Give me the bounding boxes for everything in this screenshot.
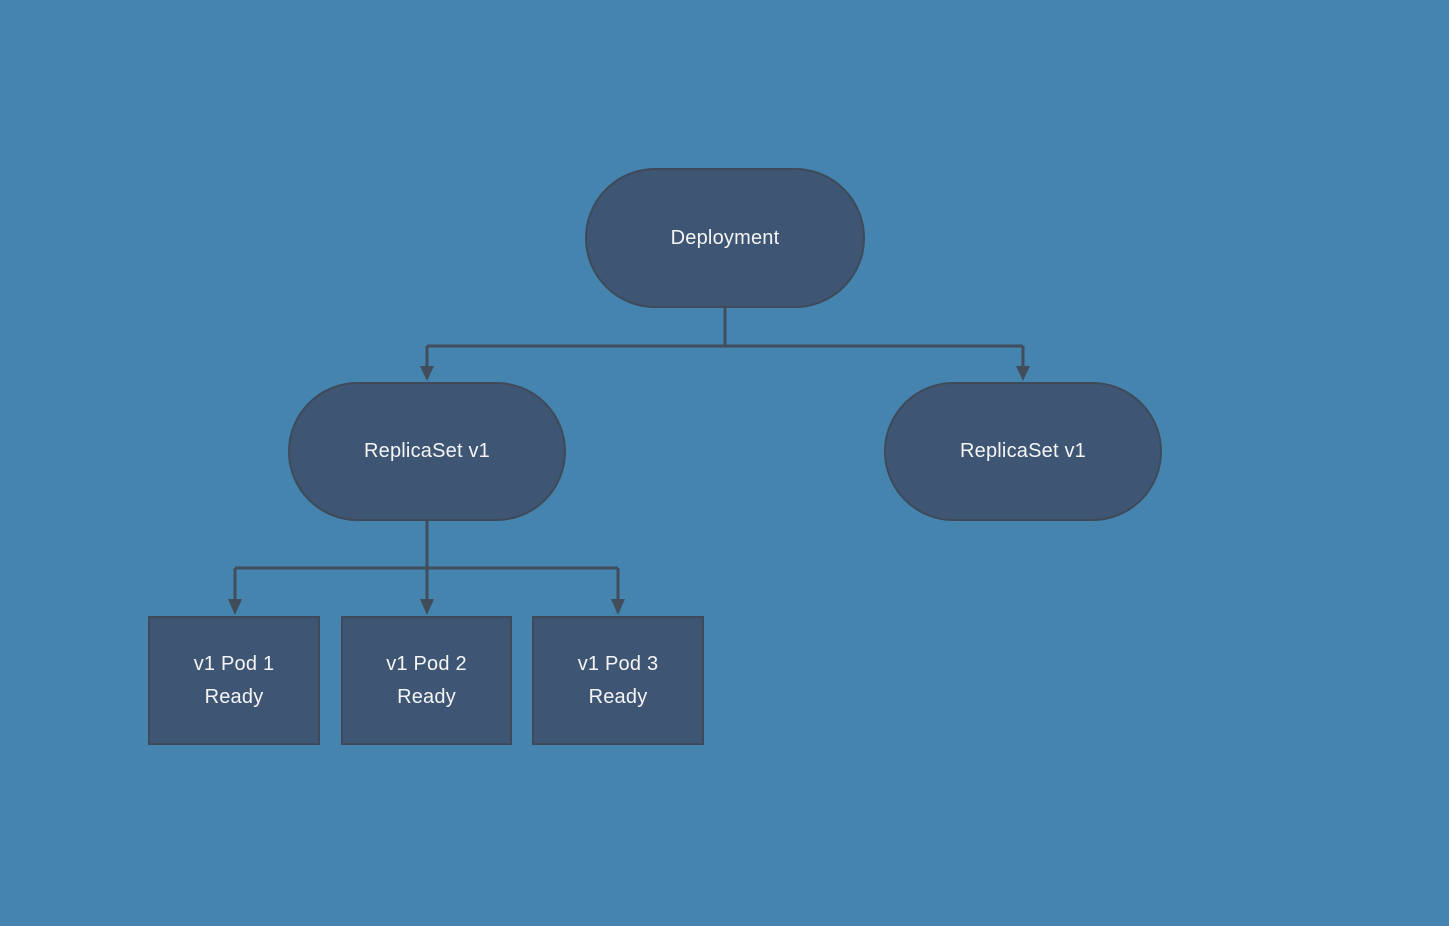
arrowhead-pod-1 — [228, 599, 242, 615]
node-pod-3-status: Ready — [588, 686, 648, 708]
node-pod-1-label: v1 Pod 1 — [193, 653, 275, 675]
arrowhead-pod-3 — [611, 599, 625, 615]
node-pod-3[interactable]: v1 Pod 3 Ready — [532, 616, 704, 745]
node-pod-2[interactable]: v1 Pod 2 Ready — [341, 616, 512, 745]
node-replicaset-right-label: ReplicaSet v1 — [960, 440, 1086, 462]
arrowhead-pod-2 — [420, 599, 434, 615]
node-replicaset-v1-left[interactable]: ReplicaSet v1 — [288, 382, 566, 521]
arrowhead-replicaset-right — [1016, 366, 1030, 381]
node-pod-1[interactable]: v1 Pod 1 Ready — [148, 616, 320, 745]
node-deployment[interactable]: Deployment — [585, 168, 865, 308]
arrowhead-replicaset-left — [420, 366, 434, 381]
node-replicaset-v1-right[interactable]: ReplicaSet v1 — [884, 382, 1162, 521]
node-pod-1-status: Ready — [204, 686, 264, 708]
node-deployment-label: Deployment — [670, 226, 780, 249]
node-pod-2-label: v1 Pod 2 — [386, 653, 467, 675]
node-pod-3-label: v1 Pod 3 — [577, 653, 659, 675]
node-replicaset-left-label: ReplicaSet v1 — [364, 440, 490, 462]
node-pod-2-status: Ready — [397, 686, 456, 708]
